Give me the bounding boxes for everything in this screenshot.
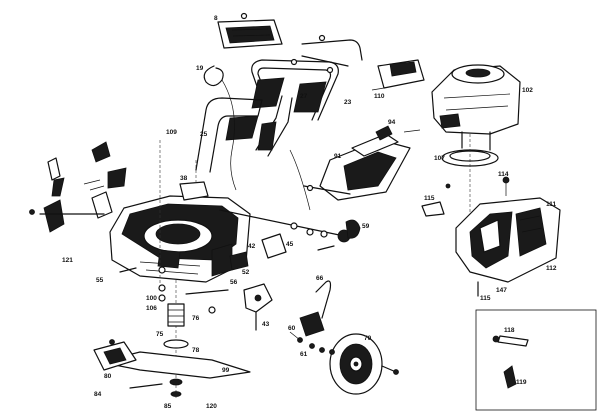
lever-arm	[315, 280, 332, 319]
label-front-wheel: 70	[364, 335, 372, 342]
label-handle-a: 25	[200, 131, 208, 138]
front-wheel	[329, 333, 399, 395]
label-axle-spring: 56	[230, 279, 238, 286]
label-mount-b: 115	[424, 195, 435, 202]
axle-assembly	[219, 209, 351, 271]
label-pivot-a: 61	[300, 351, 308, 358]
gearbox-part	[375, 125, 393, 141]
lower-handle	[195, 97, 263, 173]
mount-bracket	[421, 201, 445, 217]
mower-deck	[109, 195, 251, 283]
label-engine: 102	[522, 87, 533, 94]
label-deck: 121	[62, 257, 73, 264]
label-deck-part: 38	[180, 175, 188, 182]
label-gearbox-part: 94	[388, 119, 396, 126]
inset-detail-box	[475, 309, 597, 411]
label-clip: 112	[546, 265, 557, 272]
label-bolt-a: 100	[146, 295, 157, 302]
label-part-52: 52	[242, 269, 250, 276]
label-handle-b: 27	[300, 93, 308, 100]
label-air-filter: 110	[374, 93, 385, 100]
starter-cup	[441, 134, 499, 214]
label-part-84: 84	[94, 391, 102, 398]
label-spring: 114	[498, 171, 509, 178]
grass-box	[319, 133, 411, 201]
label-rear-wheel: 59	[362, 223, 370, 230]
label-part-78: 78	[192, 347, 200, 354]
label-cable: 19	[196, 65, 204, 72]
cable	[203, 65, 224, 87]
part-number-labels: 102 111 91 94 115 70 59 121 76 23 25 27 …	[62, 15, 557, 410]
engine	[431, 64, 521, 151]
deck-top-part	[179, 181, 209, 201]
label-part-42: 42	[248, 243, 256, 250]
label-grass-box: 91	[334, 153, 342, 160]
label-control-box: 8	[214, 15, 218, 22]
label-bottom-a: 80	[104, 373, 112, 380]
blade-stack	[99, 280, 251, 400]
label-mount-a: 147	[496, 287, 507, 294]
handle-assembly	[195, 12, 363, 211]
left-side-parts	[29, 141, 127, 233]
label-starter-cup: 107	[434, 155, 445, 162]
label-engine-cover: 111	[546, 201, 557, 208]
label-bottom-b: 85	[164, 403, 172, 410]
label-inset-a: 118	[504, 327, 515, 334]
label-inset-b: 119	[516, 379, 527, 386]
label-part-109: 109	[166, 129, 177, 136]
label-brace: 75	[156, 331, 164, 338]
label-part-120: 120	[206, 403, 217, 410]
label-bolt-b: 106	[146, 305, 157, 312]
label-part-45: 45	[286, 241, 294, 248]
label-part-99: 99	[222, 367, 230, 374]
rear-wheel-hub	[345, 219, 361, 239]
air-filter	[371, 59, 425, 91]
label-pivot-c: 66	[316, 275, 324, 282]
label-part-43: 43	[262, 321, 270, 328]
label-deflector: 115	[480, 295, 491, 302]
control-box	[217, 19, 283, 49]
engine-cover	[455, 197, 561, 283]
label-pivot-b: 60	[288, 325, 296, 332]
label-blade: 76	[192, 315, 200, 322]
label-handle-upper: 23	[344, 99, 352, 106]
label-axle: 55	[96, 277, 104, 284]
